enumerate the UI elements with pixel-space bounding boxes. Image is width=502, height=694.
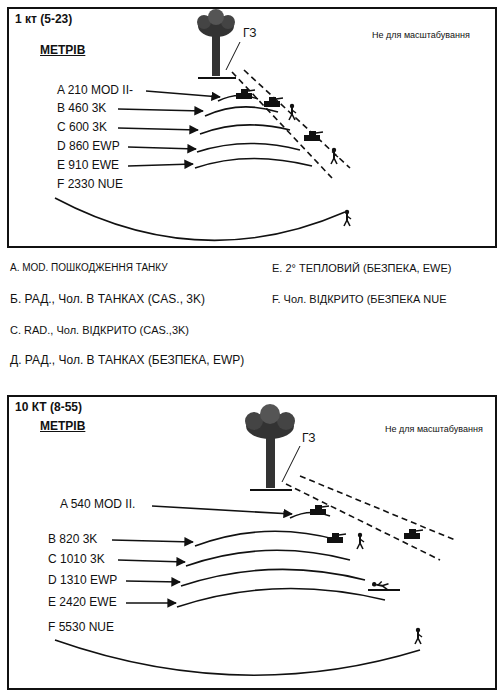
ground-zero-label: ГЗ xyxy=(302,432,315,446)
key-line: Д. РАД., Чол. В ТАНКАХ (БЕЗПЕКА, EWP) xyxy=(10,354,244,368)
range-label: F 5530 NUE xyxy=(48,621,114,635)
range-label: A 210 MOD II- xyxy=(57,84,133,98)
units-heading: МЕТРІВ xyxy=(40,44,85,58)
range-label: E 910 EWE xyxy=(57,159,119,173)
key-line: Б. РАД., Чол. В ТАНКАХ (CAS., 3K) xyxy=(10,293,205,307)
units-heading: МЕТРІВ xyxy=(40,420,85,434)
range-label: B 460 3K xyxy=(57,102,106,116)
range-label: F 2330 NUE xyxy=(57,178,123,192)
panel-title: 10 КТ (8-55) xyxy=(9,397,82,414)
key-line: A. MOD. ПОШКОДЖЕННЯ ТАНКУ xyxy=(10,262,168,274)
scale-note: Не для масштабування xyxy=(385,424,483,434)
panel-title: 1 кт (5-23) xyxy=(9,9,72,26)
scale-note: Не для масштабування xyxy=(372,30,470,40)
panel2-art xyxy=(55,404,455,675)
key-line: C. RAD., Чол. ВІДКРИТО (CAS.,3K) xyxy=(10,324,189,337)
range-label: C 1010 3K xyxy=(48,553,105,567)
range-label: A 540 MOD II. xyxy=(60,498,135,512)
range-label: D 860 EWP xyxy=(57,140,120,154)
key-line: F. Чол. ВІДКРИТО (БЕЗПЕКА NUE xyxy=(272,293,447,306)
ground-zero-label: ГЗ xyxy=(243,27,256,41)
panel1-art xyxy=(55,9,350,240)
range-label: B 820 3K xyxy=(48,533,97,547)
key-line: E. 2° ТЕПЛОВИЙ (БЕЗПЕКА, EWE) xyxy=(272,262,451,275)
range-label: E 2420 EWE xyxy=(48,596,117,610)
range-label: C 600 3K xyxy=(57,121,107,135)
range-label: D 1310 EWP xyxy=(48,574,117,588)
